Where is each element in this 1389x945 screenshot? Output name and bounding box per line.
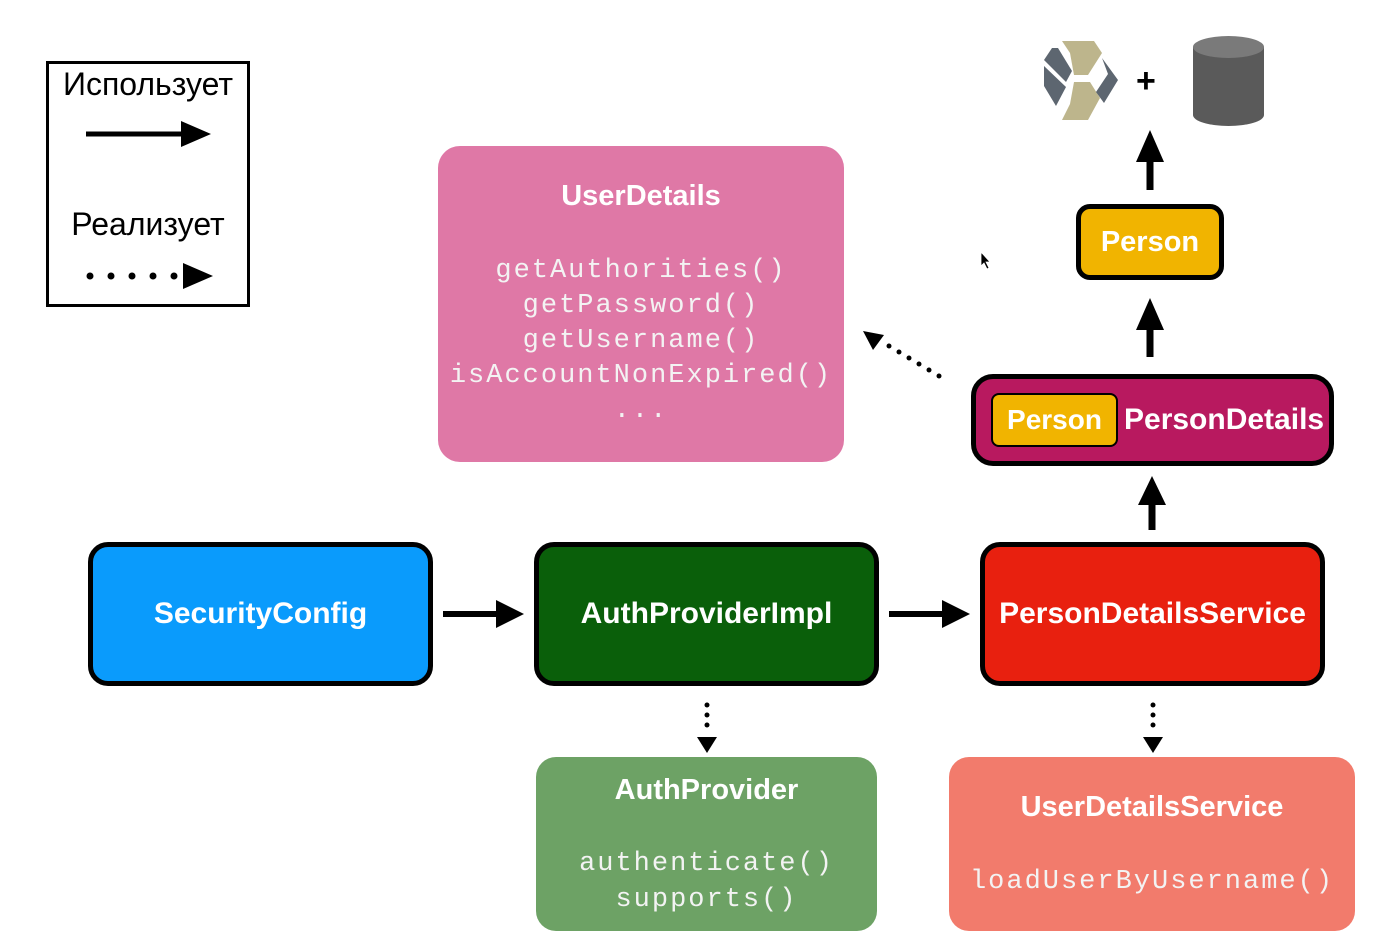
user-details-method: getPassword() [522,291,760,321]
user-details-service-title: UserDetailsService [1020,791,1284,823]
user-details-method: getUsername() [522,326,760,356]
hibernate-logo-icon [1044,41,1118,120]
uses-arrow-service-to-persondetails [1138,476,1166,530]
auth-provider-method: authenticate() [579,849,834,879]
person-node: Person [1076,204,1224,280]
implements-arrow-auth-impl [697,702,717,753]
auth-provider-impl-node: AuthProviderImpl [534,542,879,686]
user-details-box: UserDetails getAuthorities() getPassword… [438,146,844,462]
plus-sign: + [1136,62,1156,100]
uses-arrow-auth-to-service [889,600,970,628]
user-details-service-method: loadUserByUsername() [969,867,1335,897]
user-details-method: ... [613,396,669,426]
implements-arrow-service-impl [1143,702,1163,753]
person-details-label: PersonDetails [1124,403,1325,436]
user-details-service-box: UserDetailsService loadUserByUsername() [949,757,1355,931]
auth-provider-box: AuthProvider authenticate() supports() [536,757,877,931]
uses-arrow-persondetails-to-person [1136,298,1164,357]
user-details-method: getAuthorities() [495,256,787,286]
legend-arrows [86,121,213,289]
person-inner-node: Person [991,393,1118,447]
legend-uses-label: Использует [62,66,234,102]
cursor-icon [980,250,991,270]
auth-provider-title: AuthProvider [614,774,799,806]
person-details-node: Person PersonDetails [971,374,1334,466]
legend-box: Использует Реализует [46,61,250,307]
database-cylinder-icon [1193,36,1264,126]
uses-arrow-person-to-db [1136,130,1164,190]
security-config-node: SecurityConfig [88,542,433,686]
uses-arrow-security-to-auth [443,600,524,628]
user-details-title: UserDetails [561,180,721,212]
person-label: Person [1100,225,1200,258]
security-config-label: SecurityConfig [153,597,368,630]
auth-provider-impl-label: AuthProviderImpl [580,597,833,630]
person-details-service-node: PersonDetailsService [980,542,1325,686]
user-details-method: isAccountNonExpired() [449,361,833,391]
person-inner-label: Person [1007,404,1102,435]
legend-implements-label: Реализует [71,206,225,242]
person-details-service-label: PersonDetailsService [999,597,1306,630]
implements-arrow-persondetails [863,331,942,379]
auth-provider-method: supports() [615,885,798,915]
